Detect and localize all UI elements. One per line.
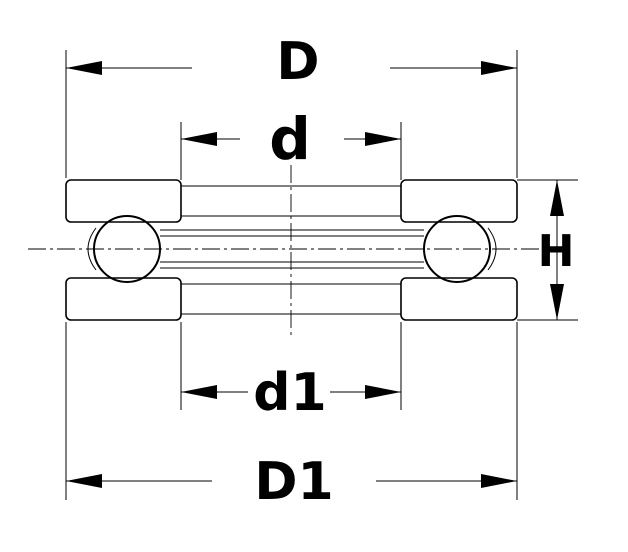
ball-right — [423, 215, 491, 283]
dimension-label-D: D — [276, 32, 319, 92]
dimension-label-H: H — [538, 226, 575, 277]
extension-lines — [65, 50, 578, 500]
dimension-label-d: d — [269, 105, 311, 173]
dimension-d: d — [181, 105, 401, 173]
dimension-H: H — [538, 180, 575, 320]
dimension-D: D — [66, 32, 517, 92]
lower-washer — [65, 277, 518, 321]
dimension-d1: d1 — [181, 363, 401, 423]
dimension-D1: D1 — [66, 452, 517, 512]
dimension-label-d1: d1 — [253, 363, 326, 423]
center-lines — [28, 165, 560, 335]
dimension-label-D1: D1 — [254, 452, 333, 512]
